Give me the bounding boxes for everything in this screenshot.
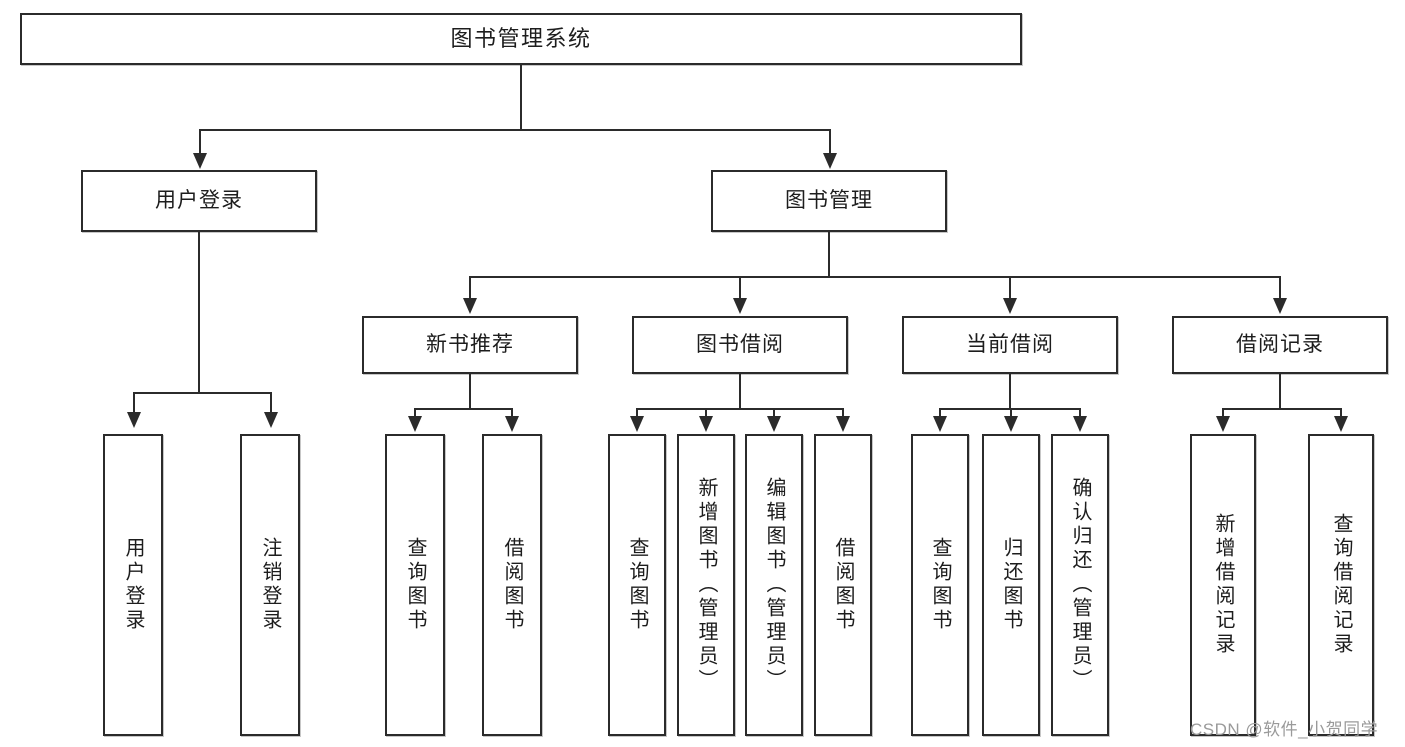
node-label: 确认归还（管理员）: [1069, 477, 1091, 693]
arrow-bb-to-leaf-0: [630, 416, 644, 432]
connector-user-login-bus: [133, 392, 271, 394]
node-new-book-recommend[interactable]: 新书推荐: [362, 316, 578, 374]
node-label: 注销登录: [259, 537, 281, 633]
connector-bb-to-leaf-2: [773, 408, 775, 418]
connector-book-management-bus: [469, 276, 1280, 278]
connector-br-to-leaf-0: [1222, 408, 1224, 418]
csdn-watermark: CSDN @软件_小贺同学: [1190, 720, 1379, 739]
arrow-user-login-to-leaf-0: [127, 412, 141, 428]
arrow-cb-to-leaf-1: [1004, 416, 1018, 432]
connector-borrow-record-bus: [1222, 408, 1341, 410]
connector-nb-to-leaf-0: [414, 408, 416, 418]
connector-borrow-record-stem: [1279, 374, 1281, 409]
node-leaf-query-book[interactable]: 查询图书: [385, 434, 445, 736]
node-book-borrow[interactable]: 图书借阅: [632, 316, 848, 374]
node-label: 归还图书: [1000, 537, 1022, 633]
connector-book-management-stem: [828, 232, 830, 277]
node-label: 借阅图书: [832, 537, 854, 633]
connector-root-to-user-login: [199, 129, 201, 157]
node-leaf-add-borrow-record[interactable]: 新增借阅记录: [1190, 434, 1256, 736]
arrow-bm-to-borrow-record: [1273, 298, 1287, 314]
arrow-cb-to-leaf-0: [933, 416, 947, 432]
node-leaf-query-borrow-record[interactable]: 查询借阅记录: [1308, 434, 1374, 736]
arrow-root-to-book-management: [823, 153, 837, 169]
arrow-br-to-leaf-0: [1216, 416, 1230, 432]
node-leaf-borrow-book[interactable]: 借阅图书: [482, 434, 542, 736]
node-leaf-logout[interactable]: 注销登录: [240, 434, 300, 736]
connector-user-login-to-leaf-0: [133, 392, 135, 414]
arrow-nb-to-leaf-1: [505, 416, 519, 432]
node-borrow-record[interactable]: 借阅记录: [1172, 316, 1388, 374]
connector-root-to-book-management: [829, 129, 831, 157]
node-label: 借阅记录: [1236, 332, 1324, 356]
node-leaf-borrow-book[interactable]: 借阅图书: [814, 434, 872, 736]
connector-nb-to-leaf-1: [511, 408, 513, 418]
node-label: 新增借阅记录: [1212, 513, 1234, 657]
arrow-bb-to-leaf-3: [836, 416, 850, 432]
connector-new-book-bus: [414, 408, 512, 410]
connector-current-borrow-stem: [1009, 374, 1011, 409]
node-label: 用户登录: [122, 537, 144, 633]
arrow-bb-to-leaf-1: [699, 416, 713, 432]
arrow-user-login-to-leaf-1: [264, 412, 278, 428]
node-leaf-add-book-admin[interactable]: 新增图书（管理员）: [677, 434, 735, 736]
connector-bm-to-book-borrow: [739, 276, 741, 300]
node-leaf-query-book[interactable]: 查询图书: [911, 434, 969, 736]
node-leaf-query-book[interactable]: 查询图书: [608, 434, 666, 736]
connector-root-bus: [199, 129, 831, 131]
arrow-cb-to-leaf-2: [1073, 416, 1087, 432]
node-leaf-return-book[interactable]: 归还图书: [982, 434, 1040, 736]
connector-br-to-leaf-1: [1340, 408, 1342, 418]
connector-cb-to-leaf-1: [1010, 408, 1012, 418]
node-label: 借阅图书: [501, 537, 523, 633]
node-leaf-edit-book-admin[interactable]: 编辑图书（管理员）: [745, 434, 803, 736]
node-label: 查询图书: [626, 537, 648, 633]
arrow-bm-to-book-borrow: [733, 298, 747, 314]
connector-new-book-stem: [469, 374, 471, 409]
node-label: 新书推荐: [426, 332, 514, 356]
arrow-bm-to-new-book: [463, 298, 477, 314]
node-label: 查询图书: [404, 537, 426, 633]
node-label: 编辑图书（管理员）: [763, 477, 785, 693]
node-label: 图书管理系统: [450, 26, 592, 52]
connector-book-borrow-bus: [636, 408, 843, 410]
node-book-management[interactable]: 图书管理: [711, 170, 947, 232]
node-label: 新增图书（管理员）: [695, 477, 717, 693]
connector-root-stem: [520, 65, 522, 130]
arrow-root-to-user-login: [193, 153, 207, 169]
node-label: 查询图书: [929, 537, 951, 633]
connector-bm-to-current-borrow: [1009, 276, 1011, 300]
node-book-management-system[interactable]: 图书管理系统: [20, 13, 1022, 65]
node-label: 图书管理: [785, 188, 873, 212]
node-label: 查询借阅记录: [1330, 513, 1352, 657]
connector-bb-to-leaf-0: [636, 408, 638, 418]
connector-bm-to-new-book: [469, 276, 471, 300]
node-current-borrow[interactable]: 当前借阅: [902, 316, 1118, 374]
node-label: 用户登录: [155, 188, 243, 212]
connector-cb-to-leaf-0: [939, 408, 941, 418]
arrow-bm-to-current-borrow: [1003, 298, 1017, 314]
connector-current-borrow-bus: [939, 408, 1079, 410]
node-label: 当前借阅: [966, 332, 1054, 356]
arrow-br-to-leaf-1: [1334, 416, 1348, 432]
node-leaf-confirm-return-admin[interactable]: 确认归还（管理员）: [1051, 434, 1109, 736]
node-user-login[interactable]: 用户登录: [81, 170, 317, 232]
node-label: 图书借阅: [696, 332, 784, 356]
connector-bb-to-leaf-1: [705, 408, 707, 418]
arrow-nb-to-leaf-0: [408, 416, 422, 432]
connector-book-borrow-stem: [739, 374, 741, 409]
connector-bm-to-borrow-record: [1279, 276, 1281, 300]
connector-user-login-stem: [198, 232, 200, 393]
node-leaf-user-login[interactable]: 用户登录: [103, 434, 163, 736]
connector-cb-to-leaf-2: [1079, 408, 1081, 418]
connector-bb-to-leaf-3: [842, 408, 844, 418]
connector-user-login-to-leaf-1: [270, 392, 272, 414]
arrow-bb-to-leaf-2: [767, 416, 781, 432]
